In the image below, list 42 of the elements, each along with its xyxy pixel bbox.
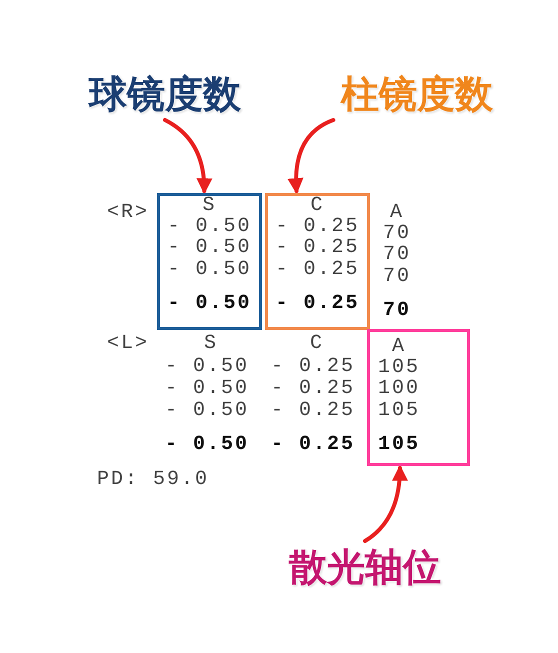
- reading-value: - 0.50: [168, 260, 252, 280]
- reading-value: C: [310, 196, 324, 216]
- printout-text: A: [390, 203, 404, 223]
- callout-label: 球镜度数: [89, 75, 241, 113]
- printout-text: 70: [383, 301, 411, 321]
- printout-text: S: [204, 334, 218, 354]
- printout-text: C: [310, 334, 324, 354]
- printout-text: PD: 59.0: [97, 470, 209, 490]
- highlight-box: [367, 329, 470, 466]
- reading-value: - 0.25: [276, 294, 360, 314]
- reading-value: 105: [378, 358, 420, 378]
- reading-value: - 0.25: [276, 260, 360, 280]
- callout-label: 散光轴位: [289, 548, 441, 586]
- printout-text: - 0.50: [165, 357, 249, 377]
- arrow: [163, 118, 212, 194]
- printout-text: - 0.50: [165, 401, 249, 421]
- printout-text: 70: [383, 267, 411, 287]
- callout-label: 柱镜度数: [341, 75, 493, 113]
- reading-value: S: [202, 196, 216, 216]
- arrow: [363, 464, 408, 543]
- highlight-box: [265, 193, 370, 330]
- printout-text: - 0.50: [165, 379, 249, 399]
- printout-text: - 0.25: [271, 357, 355, 377]
- arrow: [288, 118, 336, 194]
- reading-value: A: [392, 337, 406, 357]
- reading-value: 105: [378, 401, 420, 421]
- printout-text: - 0.25: [271, 401, 355, 421]
- reading-value: - 0.50: [168, 217, 252, 237]
- reading-value: - 0.50: [168, 294, 252, 314]
- highlight-box: [157, 193, 262, 330]
- printout-text: - 0.25: [271, 379, 355, 399]
- reading-value: - 0.50: [168, 238, 252, 258]
- printout-text: <R>: [107, 203, 149, 223]
- printout-text: <L>: [107, 334, 149, 354]
- reading-value: - 0.25: [276, 217, 360, 237]
- reading-value: - 0.25: [276, 238, 360, 258]
- printout-text: 70: [383, 224, 411, 244]
- printout-text: - 0.50: [165, 435, 249, 455]
- reading-value: 105: [378, 435, 420, 455]
- printout-text: - 0.25: [271, 435, 355, 455]
- printout-text: 70: [383, 245, 411, 265]
- reading-value: 100: [378, 379, 420, 399]
